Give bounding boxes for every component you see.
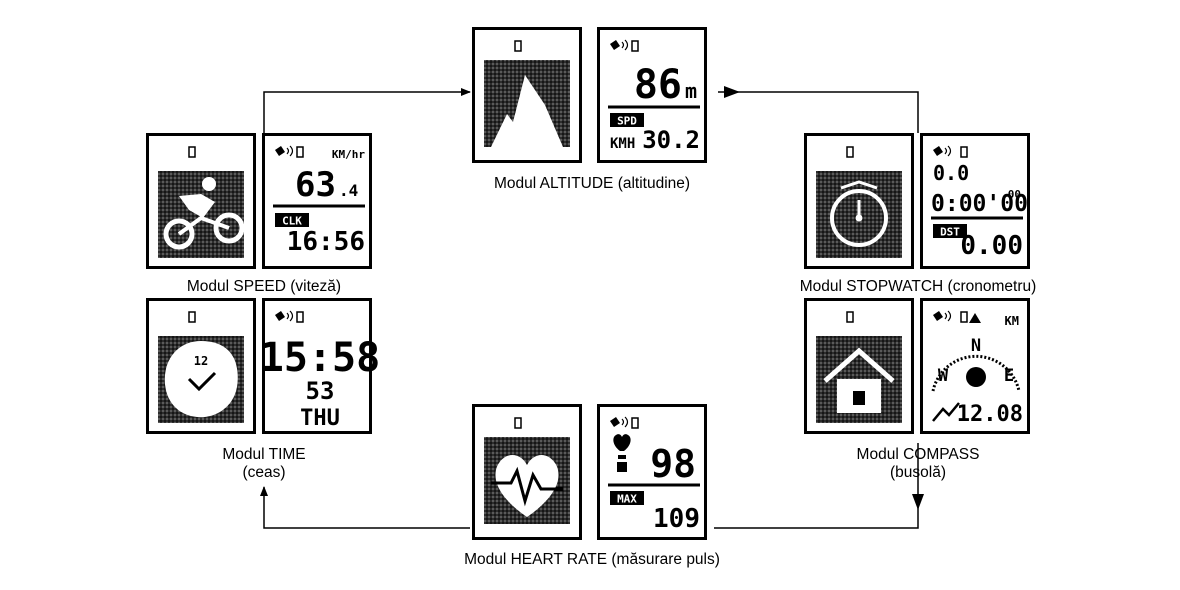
max-tag-box (610, 491, 644, 505)
clock-icon-number: 12 (194, 354, 208, 368)
gps-signal-icon (275, 145, 294, 157)
speed-tag-box (610, 113, 644, 127)
battery-icon (631, 40, 639, 52)
compass-east: E (1004, 366, 1014, 386)
distance-tag-box (933, 224, 967, 238)
stopwatch-data-screen: 0.0 0:00'00 00 DST 0.00 (920, 133, 1030, 269)
heart-rate-max: 109 (653, 504, 700, 534)
speed-caption: Modul SPEED (viteză) (186, 278, 342, 295)
stopwatch-icon-screen (804, 133, 914, 269)
altitude-value: 86 (634, 62, 682, 108)
time-caption-line1: Modul TIME (222, 446, 306, 463)
trend-arrow-icon (932, 402, 960, 422)
clock-seconds: 53 (306, 377, 335, 405)
stopwatch-top-value: 0.0 (933, 161, 969, 185)
altitude-data-screen: 86 m SPD KMH 30.2 (597, 27, 707, 163)
heart-icon (491, 454, 563, 517)
battery-icon (631, 417, 639, 429)
max-tag: MAX (617, 493, 637, 506)
compass-caption-line2: (busolă) (889, 464, 946, 481)
speed-decimal: .4 (339, 181, 358, 200)
arrowhead-compass-down (912, 494, 924, 510)
clock-time: 15:58 (260, 335, 380, 381)
gps-signal-icon (610, 416, 629, 428)
arrowhead-altitude-right (724, 86, 740, 98)
arrow-compass-to-heartrate (714, 443, 919, 529)
distance-tag: DST (940, 226, 960, 239)
time-caption-line2: (ceas) (242, 464, 286, 481)
clock-icon: 12 (164, 341, 238, 418)
time-caption: Modul TIME (ceas) (222, 446, 305, 482)
speed-data-screen: KM/hr 63 .4 CLK 16:56 (262, 133, 372, 269)
compass-data-screen: KM N W E 12.08 (920, 298, 1030, 434)
gps-signal-icon (933, 145, 952, 157)
compass-caption: Modul COMPASS (busolă) (857, 446, 980, 482)
battery-icon (296, 146, 304, 158)
battery-icon (960, 311, 968, 323)
arrow-speed-to-altitude (263, 88, 471, 133)
clock-tag: CLK (282, 215, 302, 228)
gps-signal-icon (933, 310, 952, 322)
speed-clock-time: 16:56 (287, 227, 365, 257)
stopwatch-icon (830, 180, 888, 247)
clock-day: THU (300, 406, 340, 431)
battery-icon (296, 311, 304, 323)
altitude-icon-screen (472, 27, 582, 163)
cyclist-icon (163, 177, 245, 250)
time-icon-screen: 12 (146, 298, 256, 434)
speed-icon-screen (146, 133, 256, 269)
compass-icon-screen (804, 298, 914, 434)
heartrate-icon-screen (472, 404, 582, 540)
stopwatch-caption: Modul STOPWATCH (cronometru) (799, 278, 1037, 295)
heart-rate-value: 98 (650, 442, 696, 486)
altitude-speed-value: 30.2 (642, 126, 700, 154)
gps-signal-icon (275, 310, 294, 322)
stopwatch-distance: 0.00 (960, 231, 1023, 261)
speed-tag: SPD (617, 115, 637, 128)
speed-value: 63 (295, 165, 336, 205)
arrow-altitude-to-stopwatch (718, 91, 919, 133)
heartrate-caption: Modul HEART RATE (măsurare puls) (464, 551, 720, 568)
compass-dial (931, 354, 1021, 392)
gps-signal-icon (610, 39, 629, 51)
compass-value: 12.08 (957, 402, 1023, 427)
compass-center-icon (966, 367, 986, 387)
home-icon (823, 347, 895, 413)
heart-zone-icon (613, 434, 631, 472)
compass-north: N (971, 336, 981, 356)
battery-icon (960, 146, 968, 158)
altitude-unit: m (685, 79, 697, 103)
heartrate-data-screen: 98 MAX 109 (597, 404, 707, 540)
mountain-icon (491, 75, 563, 147)
compass-caption-line1: Modul COMPASS (856, 446, 980, 463)
altitude-caption: Modul ALTITUDE (altitudine) (493, 175, 691, 192)
speed-unit: KM/hr (332, 148, 365, 161)
arrow-heartrate-to-time (260, 486, 470, 529)
clock-tag-box (275, 213, 309, 227)
time-data-screen: 15:58 53 THU (260, 298, 380, 434)
compass-west: W (938, 366, 949, 386)
stopwatch-hundredths: 00 (1008, 188, 1021, 201)
stopwatch-time: 0:00'00 (931, 191, 1028, 217)
north-pointer-icon (969, 313, 981, 323)
speed-unit-label: KMH (610, 136, 635, 152)
compass-unit: KM (1005, 314, 1019, 328)
